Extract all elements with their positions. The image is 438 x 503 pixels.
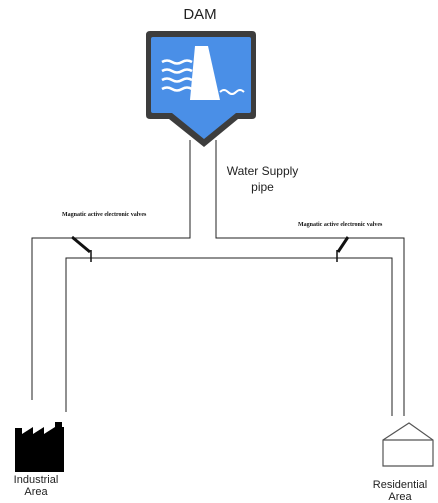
factory-icon: [15, 422, 64, 472]
pipe-label-line2: pipe: [251, 180, 274, 194]
dam-label: DAM: [183, 6, 217, 23]
pipe-inner-loop: [65, 257, 393, 416]
house-icon: [382, 422, 434, 467]
right-valve: [336, 236, 350, 262]
industrial-area-label: Industrial Area: [4, 474, 68, 498]
industrial-label-line2: Area: [24, 486, 48, 498]
residential-label-line2: Area: [388, 491, 412, 503]
pipe-label-line1: Water Supply: [226, 164, 299, 178]
pipe-outer-left: [31, 140, 191, 400]
industrial-label-line1: Industrial: [13, 474, 59, 486]
water-supply-pipe-label: Water Supply pipe: [215, 163, 310, 195]
left-valve: [71, 235, 92, 262]
dam-waterfall-icon: [146, 31, 256, 147]
residential-label-line1: Residential: [372, 479, 428, 491]
residential-area-label: Residential Area: [365, 479, 435, 503]
pipe-network: [31, 140, 405, 416]
pipe-outer-right: [215, 140, 405, 416]
right-valve-label: Magnatic active electronic valves: [298, 222, 383, 228]
left-valve-label: Magnatic active electronic valves: [62, 212, 147, 218]
